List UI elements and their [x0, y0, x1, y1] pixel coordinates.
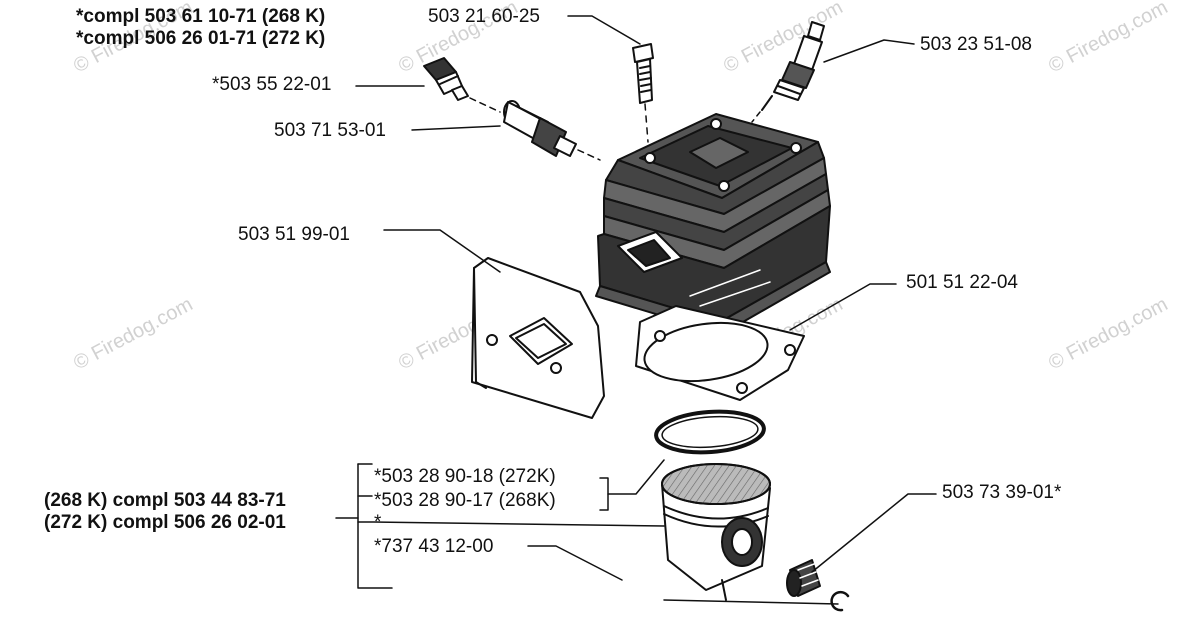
part-label-cylinder-gasket: 501 51 22-04	[906, 272, 1018, 293]
leader-lines	[335, 15, 937, 605]
cylinder	[595, 113, 831, 335]
part-label-muffler-gasket: 503 51 99-01	[238, 224, 350, 245]
valve-adapter	[503, 100, 601, 161]
cylinder-bolt	[632, 43, 654, 143]
part-label-piston: *	[374, 512, 382, 533]
circlip	[830, 590, 850, 612]
part-label-circlip: *737 43 12-00	[374, 536, 494, 557]
needle-bearing	[786, 559, 821, 597]
spark-plug	[751, 21, 825, 123]
part-label-ring-268: *503 28 90-17 (268K)	[374, 490, 556, 511]
part-label-decomp-valve: *503 55 22-01	[212, 74, 332, 95]
muffler-gasket	[471, 257, 605, 419]
piston-kit-272: (272 K) compl 506 26 02-01	[44, 512, 286, 533]
cylinder-gasket	[635, 305, 805, 401]
piston	[661, 463, 771, 601]
decompression-valve	[423, 57, 501, 113]
kit-header-line-2: *compl 506 26 01-71 (272 K)	[76, 28, 326, 49]
part-label-spark-plug: 503 23 51-08	[920, 34, 1032, 55]
part-label-needle-bearing: 503 73 39-01*	[942, 482, 1062, 503]
piston-ring	[654, 409, 766, 455]
part-label-bolt: 503 21 60-25	[428, 6, 540, 27]
piston-kit-268: (268 K) compl 503 44 83-71	[44, 490, 286, 511]
part-label-valve-adapter: 503 71 53-01	[274, 120, 386, 141]
part-label-ring-272: *503 28 90-18 (272K)	[374, 466, 556, 487]
kit-header-line-1: *compl 503 61 10-71 (268 K)	[76, 6, 326, 27]
